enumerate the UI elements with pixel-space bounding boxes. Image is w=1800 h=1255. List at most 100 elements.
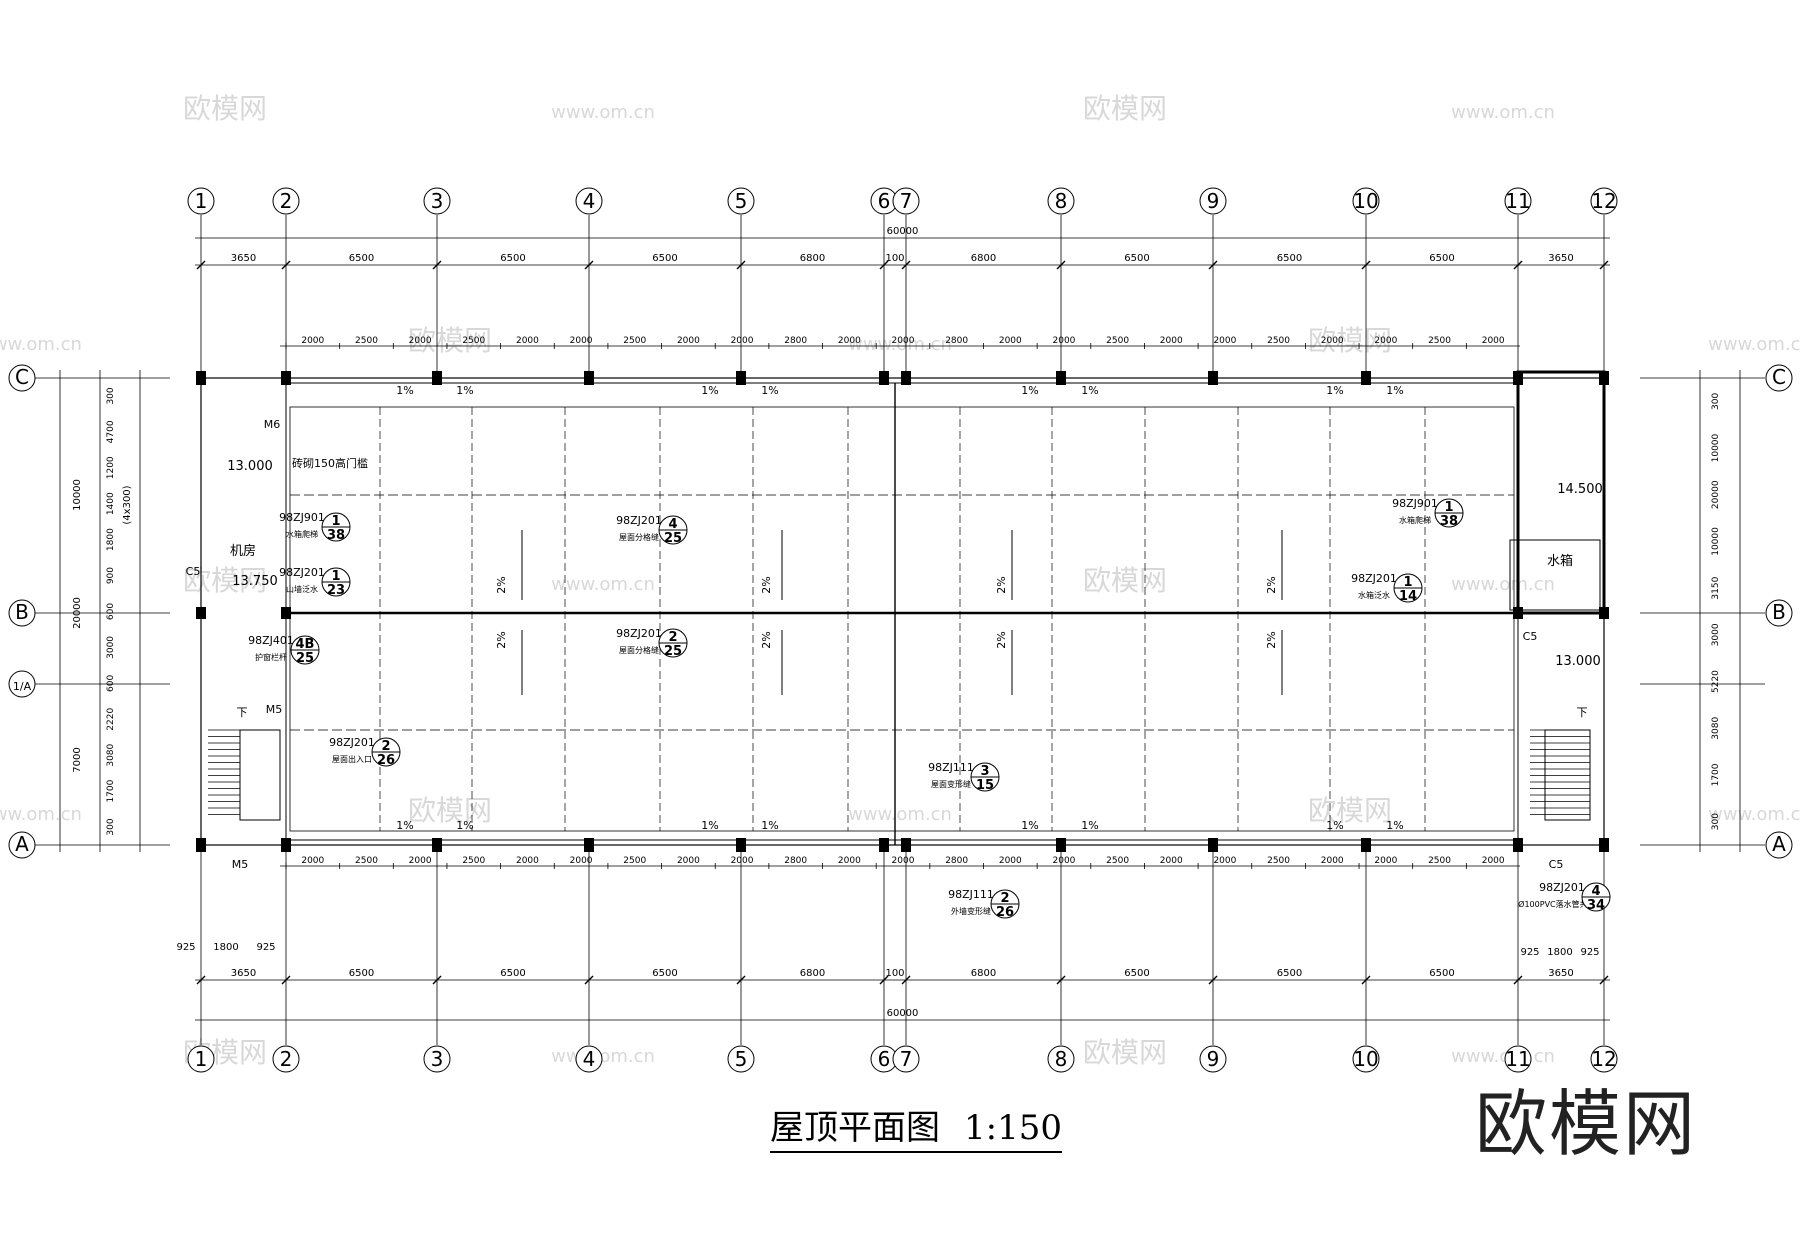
parapet-dimension: 2500: [1428, 856, 1451, 866]
axis-bubble: [727, 187, 755, 215]
axis-bubble: [892, 187, 920, 215]
axis-label-C: C: [1772, 365, 1786, 389]
dim-tick: [879, 260, 889, 270]
building-outline: [196, 370, 1609, 852]
detail-page: 38: [327, 528, 345, 543]
watermark-text: www.om.cn: [1451, 102, 1555, 123]
right-dimension: 10000: [1711, 433, 1721, 462]
axis-label-5: 5: [735, 189, 748, 213]
right-dimension: 3080: [1711, 717, 1721, 740]
axis-label-10: 10: [1353, 1047, 1378, 1071]
column: [196, 838, 206, 852]
dim-tick: [1599, 975, 1609, 985]
elevation-label: 14.500: [1557, 482, 1603, 497]
column: [1599, 371, 1609, 385]
watermark-text: www.om.cn: [1451, 574, 1555, 595]
title-scale: 1:150: [964, 1108, 1062, 1148]
parapet-dimension: 2800: [945, 856, 968, 866]
span-dimension: 3650: [1548, 253, 1573, 264]
span-dimension: 6500: [500, 968, 525, 979]
slope-label: 1%: [1386, 384, 1403, 397]
axis-bubble: [1504, 187, 1532, 215]
slope-label: 1%: [456, 819, 473, 832]
dim-tick: [196, 260, 206, 270]
parapet-dimension: 2500: [1267, 856, 1290, 866]
axis-label-11: 11: [1505, 1047, 1530, 1071]
watermark-text: 欧模网: [183, 564, 267, 597]
axis-label-4: 4: [583, 1047, 596, 1071]
slope-label: 1%: [456, 384, 473, 397]
detail-ref: 98ZJ401: [248, 634, 294, 647]
stair-direction: 下: [1577, 706, 1588, 719]
axis-label-A: A: [15, 832, 29, 856]
parapet-dimension: 2000: [892, 856, 915, 866]
parapet-dimension: 2500: [355, 856, 378, 866]
dim-tick: [1513, 260, 1523, 270]
detail-ref: 98ZJ901: [279, 511, 325, 524]
watermark-text: www.om.cn: [848, 804, 952, 825]
door-window-label: M6: [264, 418, 281, 431]
parapet-dimension: 2800: [784, 856, 807, 866]
detail-ref: 98ZJ201: [616, 514, 662, 527]
axis-bubble: [1590, 1045, 1618, 1073]
parapet-dimension: 2000: [1482, 336, 1505, 346]
parapet-dimension: 2500: [1428, 336, 1451, 346]
span-dimension: 6800: [800, 253, 825, 264]
column: [879, 371, 889, 385]
column: [1599, 838, 1609, 852]
parapet-line: [285, 382, 1519, 841]
detail-number: 2: [381, 739, 390, 754]
column: [879, 838, 889, 852]
detail-number: 4B: [296, 637, 315, 652]
detail-ref: 98ZJ201: [279, 566, 325, 579]
span-dimension: 6500: [1277, 253, 1302, 264]
column: [432, 371, 442, 385]
axis-bubble: [575, 187, 603, 215]
axis-bubble: [1504, 1045, 1532, 1073]
axis-label-7: 7: [900, 1047, 913, 1071]
span-dimension: 6800: [971, 968, 996, 979]
dim-tick: [1056, 975, 1066, 985]
column: [736, 838, 746, 852]
parapet-dimension: 2500: [623, 336, 646, 346]
watermark-text: 欧模网: [183, 92, 267, 125]
span-dimension: 6500: [1124, 968, 1149, 979]
axis-label-5: 5: [735, 1047, 748, 1071]
dim-tick: [901, 975, 911, 985]
watermark-text: www.om.cn: [551, 574, 655, 595]
dim-tick: [281, 260, 291, 270]
watermark-text: www.om.cn: [551, 102, 655, 123]
parapet-dimension: 2500: [1106, 856, 1129, 866]
axis-label-12: 12: [1591, 189, 1616, 213]
detail-ref: 98ZJ201: [1351, 572, 1397, 585]
watermark-text: 欧模网: [1083, 92, 1167, 125]
axis-bubble: [1047, 1045, 1075, 1073]
detail-number: 1: [1444, 500, 1453, 515]
axis-bubble: [1765, 599, 1793, 627]
parapet-dimension: 2000: [1213, 336, 1236, 346]
watermark-text: www.om.cn: [1451, 1046, 1555, 1067]
slope-label: 1%: [1081, 819, 1098, 832]
span-dimension: 3650: [231, 968, 256, 979]
watermark-text: www.om.cn: [1708, 804, 1800, 825]
parapet-dimension: 2000: [1213, 856, 1236, 866]
right-dimension: 3000: [1711, 623, 1721, 646]
door-window-label: C5: [1549, 858, 1564, 871]
bottom-dimension: 925: [176, 942, 195, 953]
axis-bubble: [187, 187, 215, 215]
column: [281, 607, 291, 619]
parapet-dimension: 2000: [892, 336, 915, 346]
gutter-line: [289, 406, 1515, 832]
detail-ref: 98ZJ111: [948, 888, 994, 901]
dim-tick: [281, 975, 291, 985]
detail-note: 屋面分格缝: [619, 532, 659, 542]
column: [1599, 607, 1609, 619]
detail-number: 4: [668, 517, 677, 532]
span-dimension: 6500: [652, 968, 677, 979]
parapet-dimension: 2000: [1160, 336, 1183, 346]
dim-tick: [1361, 975, 1371, 985]
left-dimension: 3000: [106, 636, 116, 659]
axis-label-8: 8: [1055, 1047, 1068, 1071]
slope-label: 1%: [701, 819, 718, 832]
